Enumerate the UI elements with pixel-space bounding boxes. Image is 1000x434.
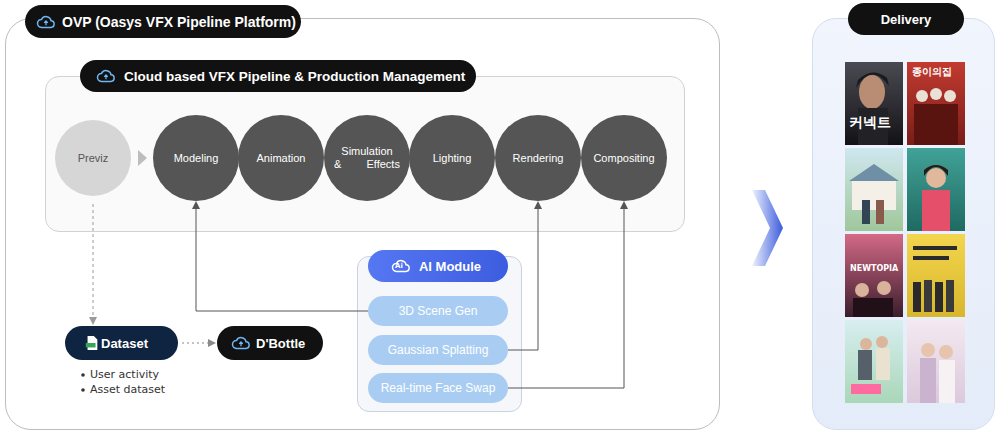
arrow-head (89, 317, 97, 325)
poster-4 (907, 148, 965, 231)
pill-label: Dataset (101, 336, 148, 351)
bullet-note: User activity (90, 368, 159, 381)
connector-line (508, 208, 538, 350)
header-text: Delivery (881, 12, 932, 27)
circle-label-box: Compositing (581, 115, 667, 201)
stage-label: Rendering (513, 152, 564, 165)
stage-label: Compositing (593, 152, 654, 165)
flow-triangle (138, 150, 147, 166)
stage-circle: Simulation & Effects (324, 115, 410, 201)
poster-7 (845, 320, 903, 403)
bullet (81, 373, 85, 377)
pill-label: Gaussian Splatting (388, 343, 489, 357)
header-text: Cloud based VFX Pipeline & Production Ma… (124, 69, 465, 84)
pill-label: D'Bottle (256, 336, 305, 351)
header-pill: Cloud based VFX Pipeline & Production Ma… (80, 60, 476, 92)
delivery-box: Delivery (812, 18, 995, 430)
circle-label-box: Previz (55, 120, 131, 196)
stage-label: Lighting (433, 152, 472, 165)
pill-label: Real-time Face Swap (381, 381, 496, 395)
header-pill: OVP (Oasys VFX Pipeline Platform) (25, 5, 301, 38)
dataset-pill: Dataset (65, 326, 178, 360)
stage-circle: Lighting (409, 115, 495, 201)
connector (138, 150, 147, 166)
icon-text: Ai (395, 262, 403, 270)
connector-line (182, 343, 210, 344)
poster-3 (845, 148, 903, 231)
arrow-head (208, 339, 216, 347)
connector (508, 201, 628, 388)
cloud-icon (96, 68, 116, 84)
dbottle-pill: D'Bottle (217, 326, 323, 360)
stage-label: Modeling (174, 152, 219, 165)
circle-label-box: Rendering (495, 115, 581, 201)
arrow-head (620, 201, 628, 209)
poster-1 (845, 62, 903, 145)
header-text: OVP (Oasys VFX Pipeline Platform) (62, 14, 296, 30)
bullet (81, 388, 85, 392)
connector (752, 190, 783, 266)
ai-feature-pill: Real-time Face Swap (368, 373, 508, 403)
poster-title: 종이의집 (912, 65, 952, 79)
header-text: AI Module (419, 259, 481, 274)
stage-circle: Animation (238, 115, 324, 201)
poster-2 (907, 62, 965, 145)
poster-title: 커넥트 (849, 114, 891, 132)
poster-6 (907, 234, 965, 317)
ai-module-box: AI Module 3D Scene GenGaussian SplattingR… (357, 256, 522, 412)
delivery-chevron (752, 190, 783, 266)
connector-line (196, 208, 368, 311)
arrow-head (534, 201, 542, 209)
connector (192, 201, 368, 311)
header-pill: Delivery (848, 3, 964, 35)
connector (182, 339, 216, 347)
connector (89, 204, 97, 325)
connector-line (508, 208, 624, 388)
stage-circle: Compositing (581, 115, 667, 201)
connector (508, 201, 542, 350)
cloud-icon (36, 14, 56, 30)
previz-circle: Previz (55, 120, 131, 196)
pill-label: 3D Scene Gen (399, 304, 478, 318)
cloud-icon (231, 335, 251, 351)
stage-label: Animation (257, 152, 306, 165)
circle-label-box: Animation (238, 115, 324, 201)
circle-label-box: Lighting (409, 115, 495, 201)
bullet-note: Asset dataset (90, 383, 165, 396)
stage-circle: Rendering (495, 115, 581, 201)
poster-title: NEWTOPIA (850, 264, 898, 273)
header-pill: AI Module (368, 250, 508, 282)
doc-icon (82, 335, 102, 351)
circle-label-box: Modeling (153, 115, 239, 201)
arrow-head (192, 201, 200, 209)
stage-label: Simulation & Effects (333, 145, 401, 170)
connector-line (93, 204, 94, 319)
poster-8 (907, 320, 965, 403)
stage-circle: Modeling (153, 115, 239, 201)
stage-label: Previz (78, 152, 109, 165)
ai-feature-pill: 3D Scene Gen (368, 296, 508, 326)
circle-label-box: Simulation & Effects (324, 115, 410, 201)
poster-5 (845, 234, 903, 317)
ai-feature-pill: Gaussian Splatting (368, 335, 508, 365)
